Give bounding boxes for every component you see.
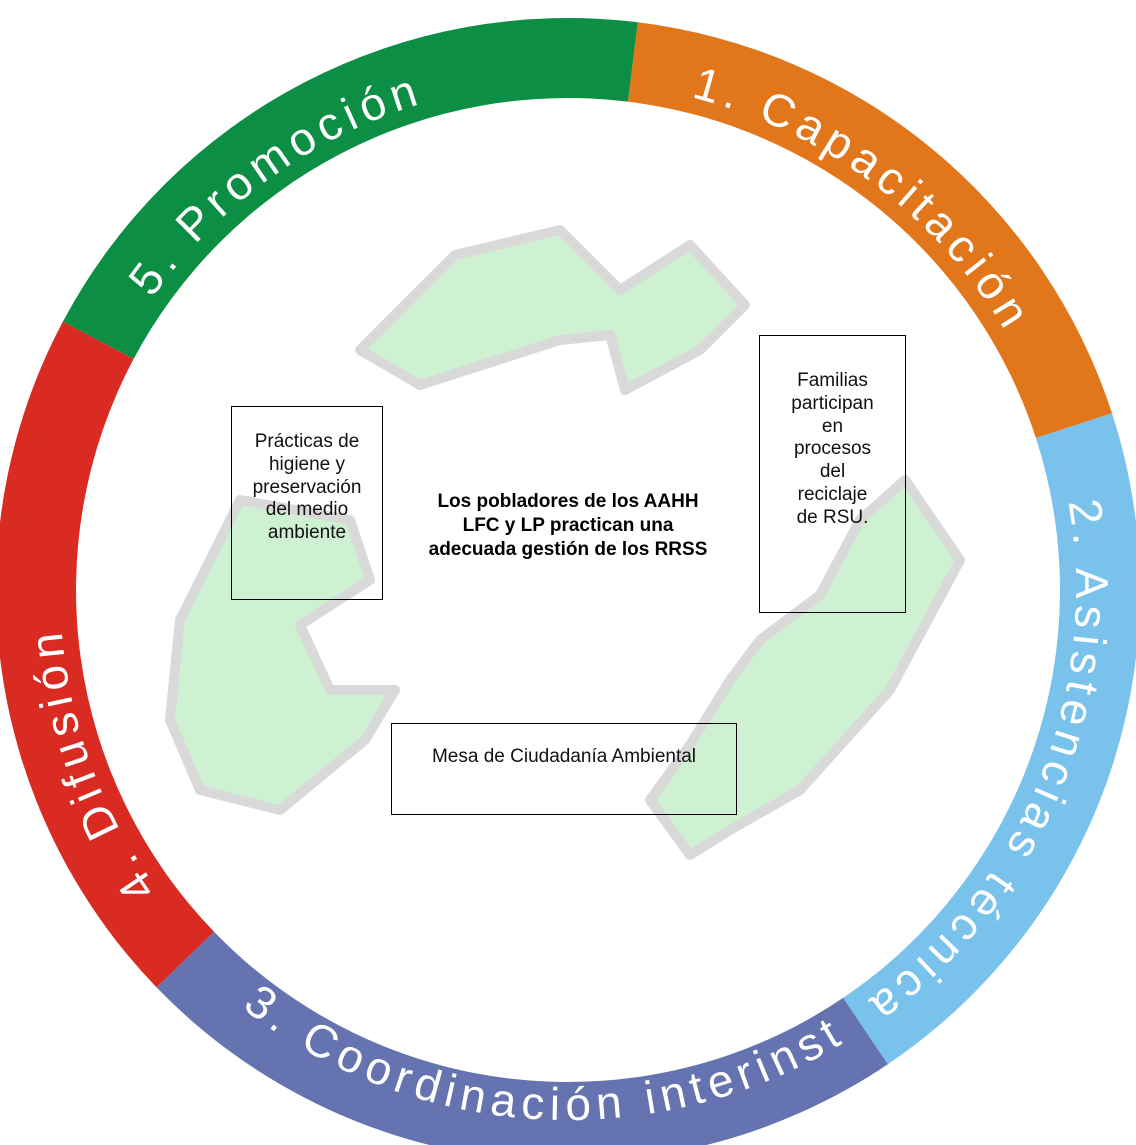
recycle-arrow-top <box>355 225 750 395</box>
box-family-text: Familias participan en procesos del reci… <box>791 370 874 528</box>
box-hygiene-text: Prácticas de higiene y preservación del … <box>252 431 362 544</box>
recycle-icon <box>165 225 965 860</box>
box-family-recycling: Familias participan en procesos del reci… <box>759 335 906 613</box>
segment-promocion <box>62 17 638 360</box>
recycle-arrow-right <box>645 475 965 860</box>
segment-coordinacion-label: 3. Coordinación interinstitucional <box>0 0 853 1130</box>
recycle-arrow-left <box>165 495 400 815</box>
segment-capacitacion <box>627 22 1113 438</box>
segment-difusion <box>0 321 215 988</box>
box-hygiene-practices: Prácticas de higiene y preservación del … <box>231 406 383 600</box>
central-goal-text: Los pobladores de los AAHH LFC y LP prac… <box>428 491 708 560</box>
segment-asistencia <box>843 413 1136 1065</box>
box-citizen-table: Mesa de Ciudadanía Ambiental <box>391 723 737 815</box>
box-citizen-text: Mesa de Ciudadanía Ambiental <box>431 746 697 767</box>
segment-coordinacion <box>156 931 888 1145</box>
segment-promocion-label: 5. Promoción <box>118 62 428 304</box>
